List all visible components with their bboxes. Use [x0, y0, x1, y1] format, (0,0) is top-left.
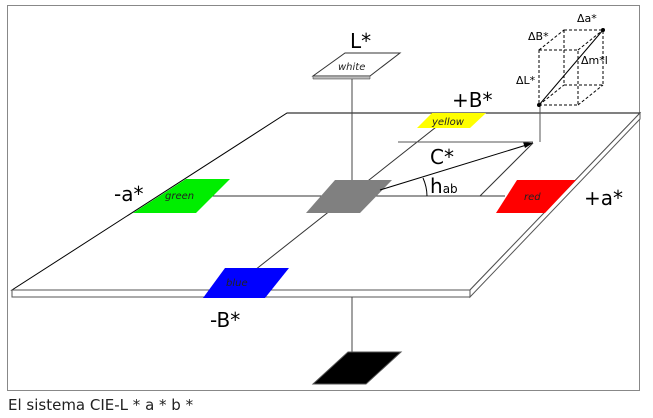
cielab-diagram: Δa* ΔB* ΔL* Δm*l white yellow green red …	[10, 12, 642, 385]
plus-a-label: +a*	[584, 186, 623, 210]
hue-label: hab	[430, 174, 458, 198]
white-patch-label: white	[338, 62, 365, 73]
chroma-label: C*	[430, 145, 454, 169]
delta-e-label: Δm*l	[581, 54, 608, 67]
black-patch	[311, 351, 403, 385]
cube-point-end	[601, 28, 605, 32]
gray-center-patch	[306, 180, 392, 213]
chroma-vector	[379, 142, 534, 191]
delta-cube	[538, 29, 604, 106]
figure-caption: El sistema CIE-L * a * b *	[8, 396, 194, 414]
white-patch-edge	[312, 75, 371, 80]
minus-b-label: -B*	[210, 308, 240, 332]
delta-e-line	[538, 29, 604, 106]
plane-side-edge	[469, 111, 641, 299]
minus-a-label: -a*	[114, 182, 143, 206]
yellow-patch	[417, 113, 486, 128]
chroma-arrowhead	[523, 142, 533, 148]
blue-patch-label: blue	[226, 278, 248, 289]
blue-patch	[203, 268, 289, 298]
hue-angle-arc	[422, 177, 428, 197]
delta-b-label: ΔB*	[528, 30, 549, 43]
yellow-patch-label: yellow	[431, 117, 465, 128]
plus-b-label: +B*	[452, 88, 492, 112]
delta-l-label: ΔL*	[516, 74, 536, 87]
a-projection	[479, 142, 534, 197]
cube-point-start	[537, 103, 541, 107]
green-patch	[133, 179, 230, 213]
red-patch-label: red	[524, 192, 541, 203]
green-patch-label: green	[165, 191, 194, 202]
delta-a-label: Δa*	[577, 12, 597, 25]
figure-frame	[7, 5, 640, 391]
red-patch	[496, 180, 576, 213]
l-axis-label: L*	[350, 29, 371, 53]
